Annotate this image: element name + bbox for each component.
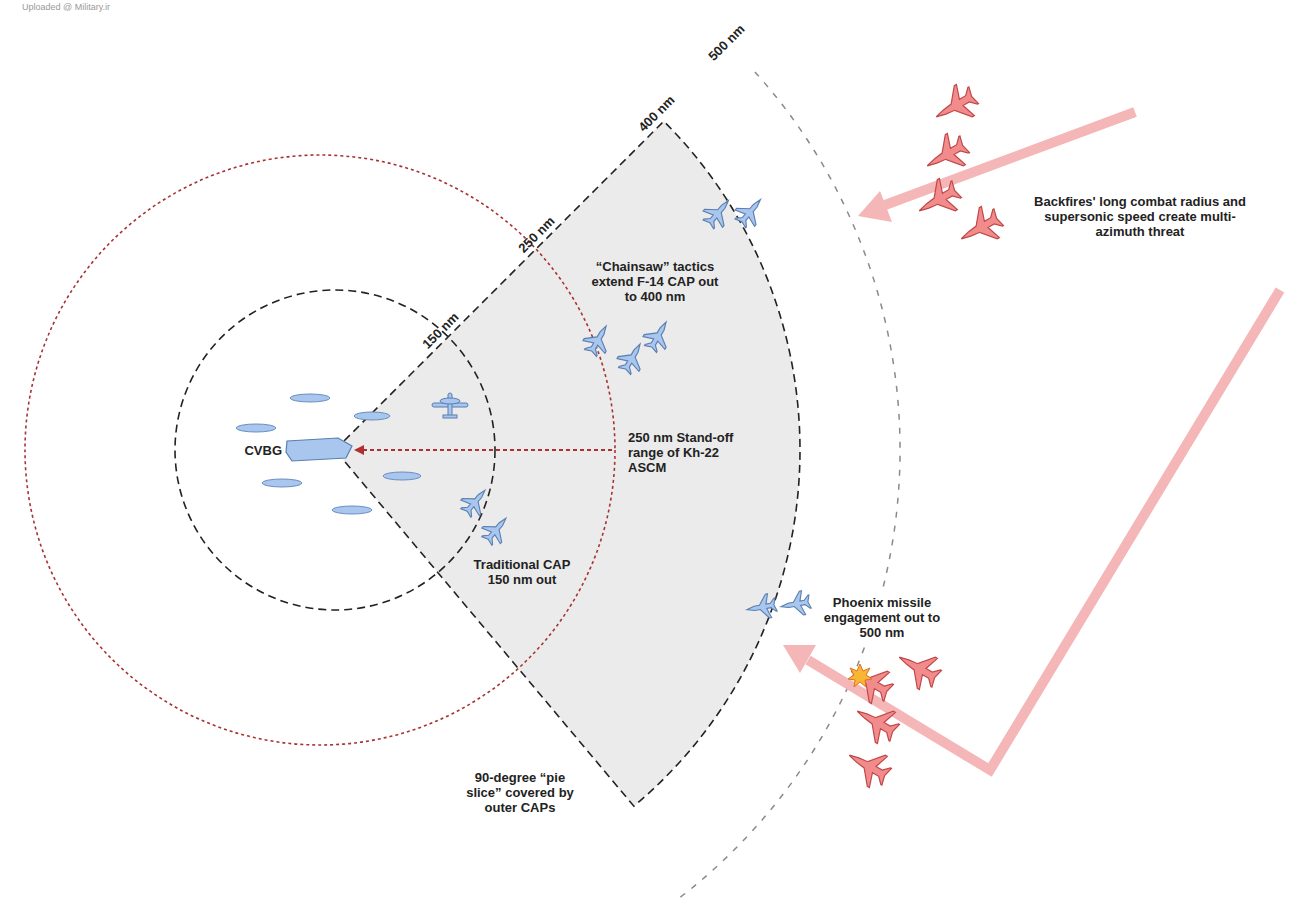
- threat-arrowhead: [783, 645, 816, 673]
- f14: [731, 192, 770, 232]
- ship: [290, 394, 330, 402]
- watermark: Uploaded @ Military.ir: [6, 2, 126, 13]
- ship: [236, 424, 276, 432]
- annotation: 90-degree “pie slice” covered by outer C…: [458, 770, 583, 815]
- range-label: 500 nm: [705, 21, 747, 63]
- backfire: [890, 642, 945, 695]
- f14: [745, 593, 778, 622]
- backfire: [918, 129, 973, 182]
- backfire: [952, 202, 1007, 255]
- f14: [580, 320, 617, 360]
- standoff-circle: [25, 155, 615, 745]
- annotation: Traditional CAP 150 nm out: [462, 557, 582, 587]
- f14-fighters: [457, 192, 813, 622]
- annotation: Phoenix missile engagement out to 500 nm: [812, 593, 953, 642]
- f14: [478, 510, 516, 548]
- carrier: [286, 438, 352, 461]
- threat-arrowhead: [858, 191, 892, 222]
- awacs-aircraft: [432, 393, 468, 418]
- range-arc-500: [651, 72, 900, 900]
- f14: [779, 590, 812, 619]
- ship: [262, 479, 302, 487]
- threat-arrow: [885, 112, 1135, 205]
- annotation: 250 nm Stand-off range of Kh-22 ASCM: [628, 430, 758, 475]
- backfire: [910, 174, 965, 227]
- pie-slice: [335, 121, 800, 806]
- ship: [332, 506, 372, 514]
- annotation: CVBG: [232, 443, 282, 458]
- f14: [699, 193, 738, 233]
- annotation: Backfires' long combat radius and supers…: [1020, 194, 1260, 239]
- f14: [457, 482, 495, 520]
- range-label: 150 nm: [419, 309, 461, 351]
- annotation: “Chainsaw” tactics extend F-14 CAP out t…: [585, 259, 725, 304]
- standoff-arrow: [356, 449, 612, 451]
- ship: [383, 472, 421, 480]
- f14: [640, 316, 677, 356]
- ship: [354, 412, 390, 420]
- range-label: 400 nm: [635, 92, 677, 134]
- backfire: [927, 80, 982, 133]
- explosion: [848, 664, 872, 687]
- backfire-bombers: [840, 80, 1007, 793]
- backfire: [842, 656, 897, 709]
- threat-arrow: [808, 290, 1280, 770]
- f14: [614, 338, 651, 378]
- backfire: [840, 740, 895, 793]
- threat-arrows: [783, 112, 1280, 770]
- range-label: 250 nm: [515, 213, 557, 255]
- backfire: [848, 696, 903, 749]
